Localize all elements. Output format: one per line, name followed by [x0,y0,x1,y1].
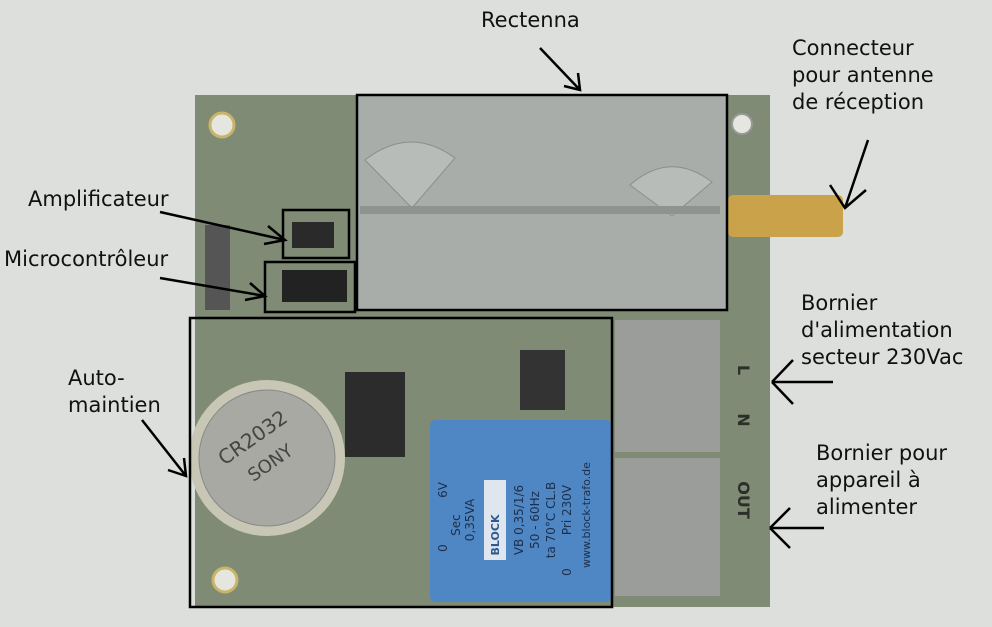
bornier-secteur-line-1: Bornier [801,291,878,315]
terminal-block-out [615,458,720,596]
terminal-label-l: L [734,365,753,375]
amplificateur-arrow [159,210,288,246]
transformer-right-4: 0 [560,568,574,576]
auto-maintien-box [188,316,614,609]
transformer-right-3: Pri 230V [560,484,574,535]
rectenna-antenna-right [629,166,713,217]
pin-header [205,225,230,310]
terminal-block-mains [615,320,720,452]
amplificateur-box [281,208,351,260]
connecteur-arrow [828,139,870,210]
auto-maintien-label: Auto- maintien [68,365,161,419]
bornier-appareil-line-3: alimenter [816,495,918,519]
bornier-appareil-line-2: appareil à [816,468,921,492]
bornier-secteur-arrow [771,359,833,405]
microcontroleur-label: Microcontrôleur [4,247,169,271]
connecteur-line-1: Connecteur [792,36,914,60]
bornier-appareil-line-1: Bornier pour [816,441,948,465]
ic-amplifier [292,222,334,248]
rectenna-label: Rectenna [481,8,580,32]
rectenna-box [355,93,729,312]
transformer-left-0: 6V [436,481,450,498]
bornier-secteur-label: Bornier d'alimentation secteur 230Vac [801,290,963,371]
mounting-hole [208,111,236,139]
transformer-right-2: ta 70°C CL.B [544,482,558,558]
transformer-brand: BLOCK [489,514,502,555]
voltage-regulator [345,372,405,457]
ic-microcontroller [282,270,347,302]
auto-maintien-arrow [141,419,188,478]
connecteur-line-3: de réception [792,90,925,114]
bridge-rectifier [520,350,565,410]
transformer [430,420,612,602]
rectenna-arrow [539,47,582,92]
auto-maintien-line-2: maintien [68,393,161,417]
bornier-secteur-line-2: d'alimentation [801,318,953,342]
microcontroleur-box [263,260,357,314]
connecteur-line-2: pour antenne [792,63,934,87]
transformer-right-0: VB 0,35/1/6 [512,485,526,555]
transformer-url: www.block-trafo.de [580,462,593,568]
rectenna-antenna-left [364,141,456,209]
auto-maintien-line-1: Auto- [68,366,125,390]
block-logo [484,480,506,560]
terminal-label-out: OUT [734,481,753,519]
sma-connector [728,195,843,237]
bornier-appareil-arrow [769,507,824,549]
coin-cell [198,389,336,527]
rectenna-trace [360,206,720,214]
bornier-secteur-line-3: secteur 230Vac [801,345,964,369]
microcontroleur-arrow [159,276,268,302]
transformer-left-3: 0 [436,544,450,552]
mounting-hole [731,113,753,135]
bornier-appareil-label: Bornier pour appareil à alimenter [816,440,947,521]
amplificateur-label: Amplificateur [28,187,169,211]
connecteur-label: Connecteur pour antenne de réception [792,35,934,116]
mounting-hole [211,566,239,594]
transformer-left-1: Sec [449,514,463,536]
terminal-label-n: N [734,413,753,426]
transformer-left-2: 0,35VA [463,498,477,541]
transformer-right-1: 50 - 60Hz [528,491,542,549]
